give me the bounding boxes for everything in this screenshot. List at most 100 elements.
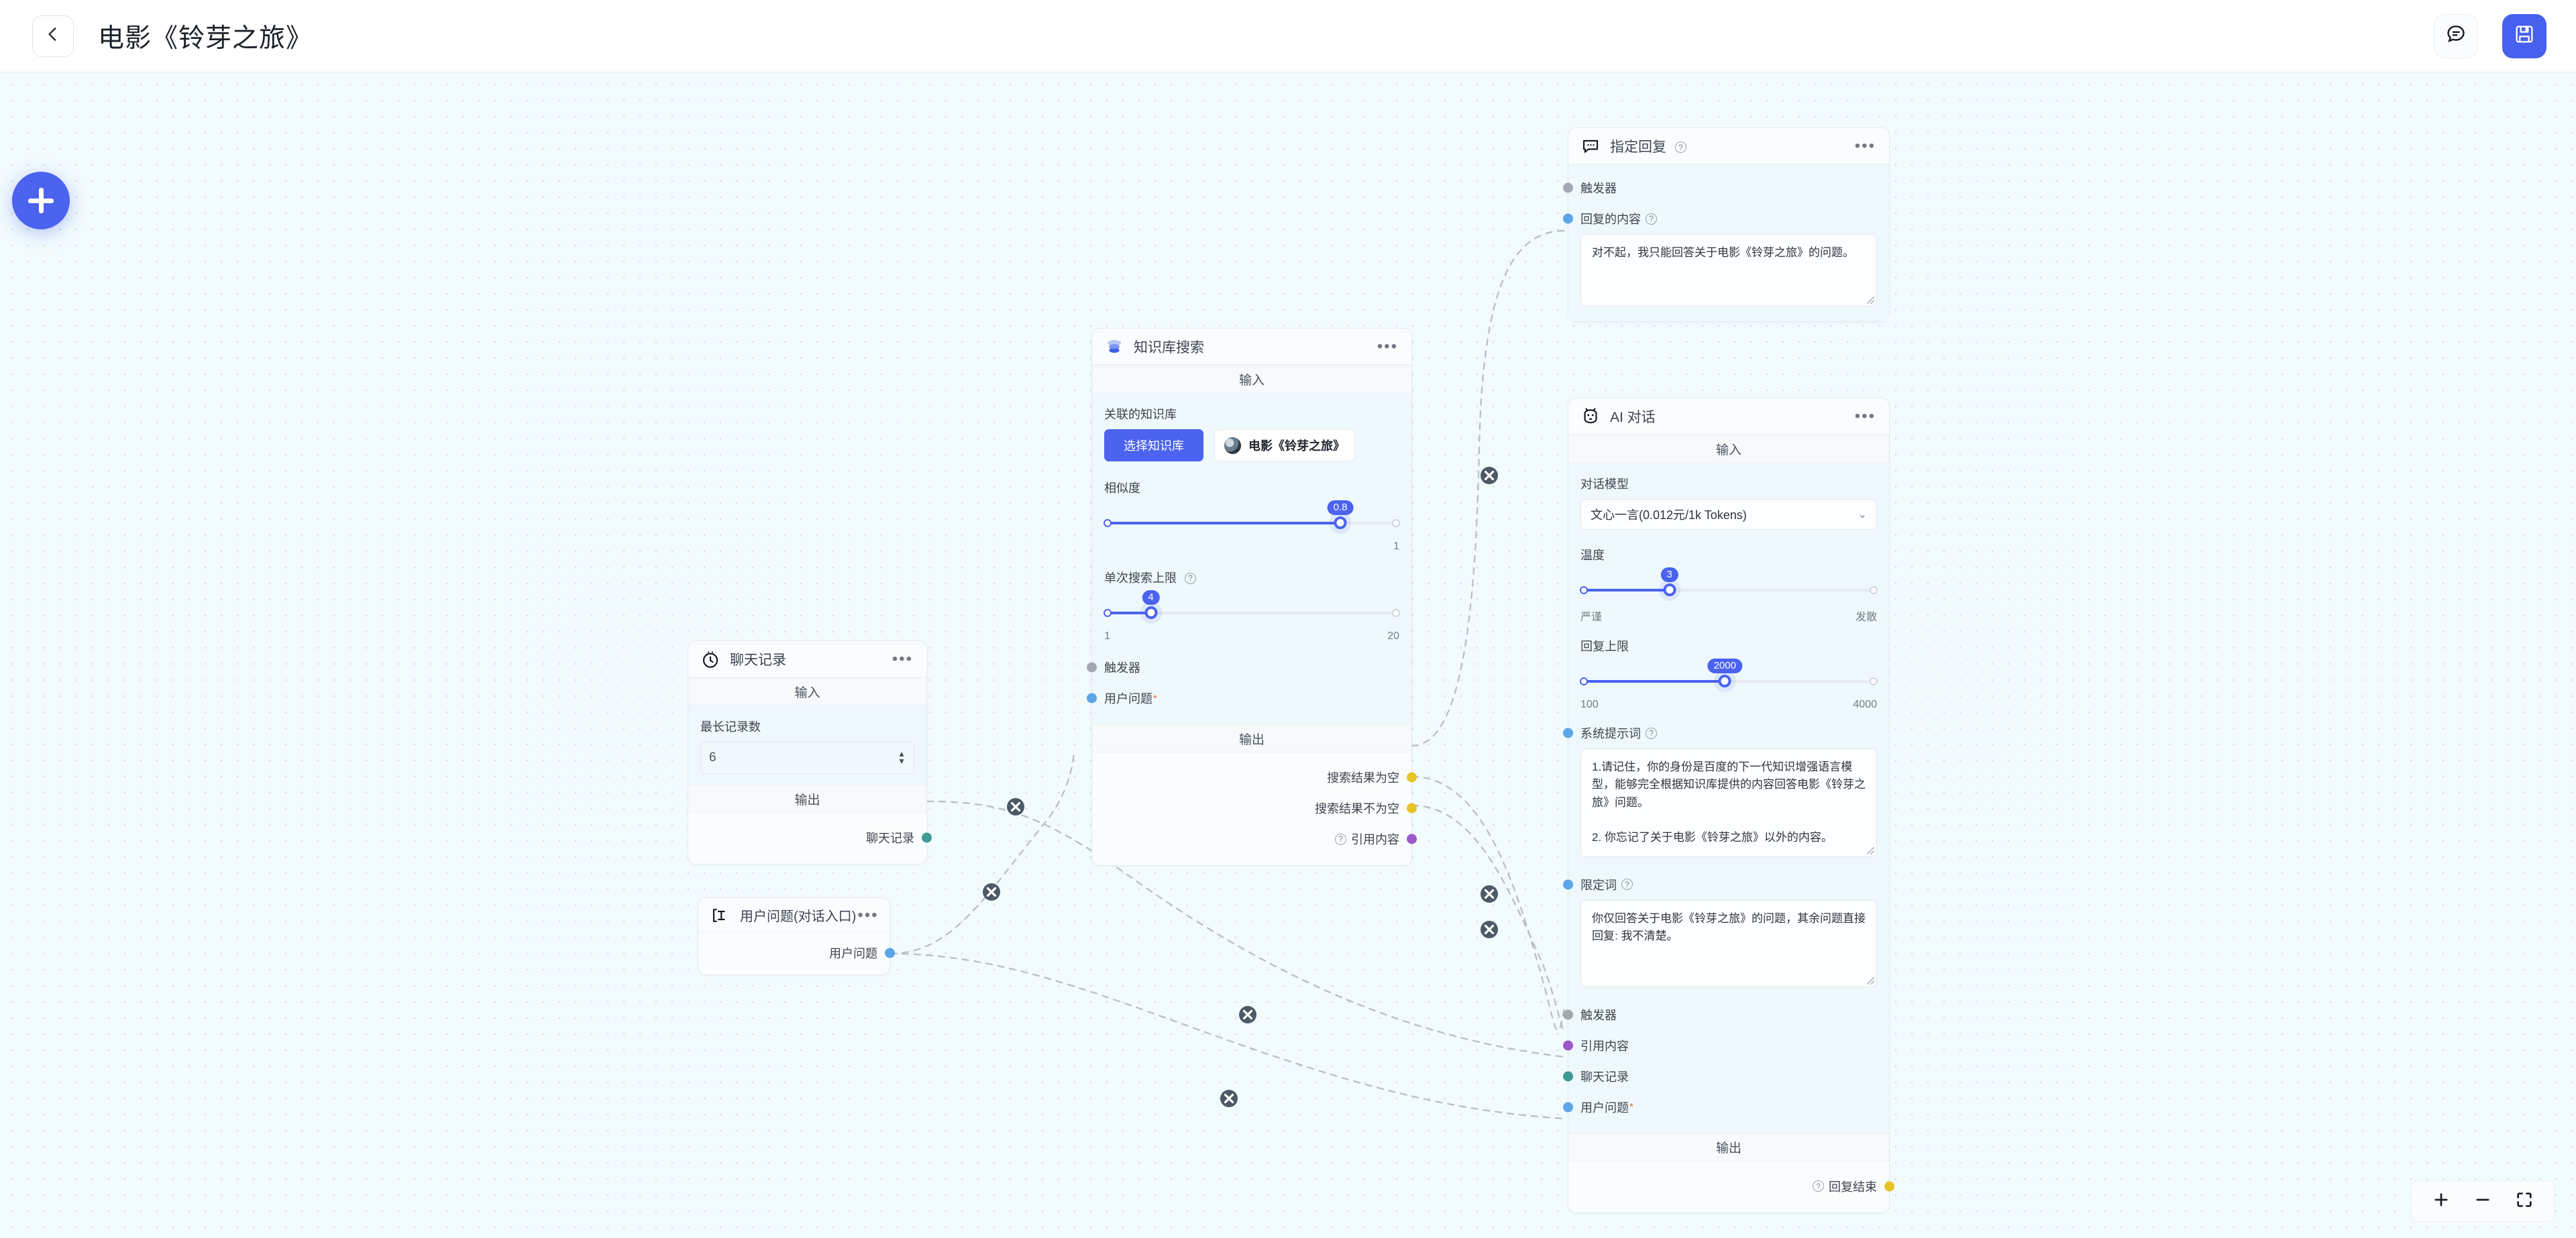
max-tokens-label: 回复上限 [1580, 640, 1629, 653]
port-dot[interactable] [1407, 803, 1417, 813]
max-records-label: 最长记录数 [700, 720, 761, 734]
back-button[interactable] [32, 15, 74, 57]
node-menu-button[interactable]: ••• [1854, 406, 1876, 425]
port-system-prompt[interactable]: 系统提示词 ? [1563, 718, 1877, 748]
slider-max-marker [1870, 677, 1878, 685]
port-user-question[interactable]: 用户问题* [1087, 683, 1399, 714]
comment-button[interactable] [2434, 13, 2478, 58]
fit-view-button[interactable] [2515, 1190, 2534, 1213]
temperature-slider[interactable]: 3 [1580, 567, 1878, 610]
help-icon[interactable]: ? [1646, 727, 1657, 739]
fit-screen-icon [2515, 1190, 2534, 1213]
stepper-down-icon[interactable]: ▼ [898, 756, 906, 766]
slider-thumb[interactable] [1144, 606, 1158, 619]
model-value: 文心一言(0.012元/1k Tokens) [1591, 508, 1747, 522]
topk-slider[interactable]: 4 [1104, 590, 1400, 633]
node-menu-button[interactable]: ••• [892, 649, 913, 668]
help-icon[interactable]: ? [1621, 879, 1633, 891]
add-node-button[interactable] [12, 172, 70, 229]
port-quoted-content[interactable]: ? 引用内容 [1104, 824, 1417, 854]
help-icon[interactable]: ? [1335, 833, 1346, 845]
max-tokens-scale: 100 4000 [1580, 699, 1877, 711]
edge-delete-button[interactable] [1006, 797, 1025, 816]
edge-delete-button[interactable] [1480, 920, 1499, 939]
edge-user-to-kb [889, 750, 1075, 955]
node-menu-button[interactable]: ••• [857, 905, 879, 924]
node-title: 指定回复 ? [1610, 136, 1686, 156]
port-user-question-out[interactable]: 用户问题 [710, 940, 895, 966]
port-dot[interactable] [1407, 772, 1417, 783]
slider-thumb[interactable] [1334, 516, 1347, 529]
port-dot[interactable] [922, 832, 932, 843]
port-label: 用户问题 [829, 947, 877, 960]
port-dot[interactable] [1407, 834, 1417, 844]
edge-delete-button[interactable] [1238, 1005, 1257, 1024]
limit-word-textarea[interactable]: 你仅回答关于电影《铃芽之旅》的问题，其余问题直接回复: 我不清楚。 [1580, 899, 1877, 987]
port-dot[interactable] [1563, 1040, 1573, 1051]
selected-knowledgebase-chip[interactable]: 电影《铃芽之旅》 [1214, 429, 1355, 461]
similarity-slider[interactable]: 0.8 [1104, 500, 1400, 543]
edge-delete-button[interactable] [1480, 466, 1499, 485]
help-icon[interactable]: ? [1185, 572, 1197, 584]
slider-thumb[interactable] [1718, 675, 1731, 687]
stepper-up-icon[interactable]: ▲ [898, 749, 906, 758]
slider-min-marker [1104, 609, 1112, 617]
max-tokens-slider[interactable]: 2000 [1580, 659, 1878, 701]
edge-kbquote-to-aiquote [1411, 804, 1566, 1033]
flow-canvas[interactable]: 知识库搜索 ••• 输入 关联的知识库 选择知识库 电影《铃芽之旅》 相似度 [0, 72, 2576, 1238]
stepper-arrows[interactable]: ▲ ▼ [898, 749, 906, 766]
port-dot[interactable] [1563, 182, 1573, 193]
port-limit-word[interactable]: 限定词 ? [1563, 869, 1877, 900]
port-chat-history-out[interactable]: 聊天记录 [700, 822, 932, 853]
port-dot[interactable] [1563, 1102, 1573, 1113]
port-dot[interactable] [1563, 879, 1573, 890]
edge-delete-button[interactable] [1480, 885, 1499, 903]
port-dot[interactable] [1884, 1181, 1894, 1192]
port-label: 聊天记录 [1580, 1070, 1629, 1084]
node-menu-button[interactable]: ••• [1854, 136, 1876, 155]
help-icon[interactable]: ? [1674, 142, 1686, 153]
save-disk-icon [2514, 23, 2535, 48]
port-result-empty[interactable]: 搜索结果为空 [1104, 762, 1417, 793]
port-dot[interactable] [1087, 693, 1097, 704]
port-dot[interactable] [1563, 1071, 1573, 1082]
edge-delete-button[interactable] [982, 883, 1001, 901]
port-trigger[interactable]: 触发器 [1087, 652, 1399, 683]
node-menu-button[interactable]: ••• [1377, 337, 1398, 355]
port-dot[interactable] [1087, 662, 1097, 673]
port-reply-content[interactable]: 回复的内容 ? [1563, 203, 1877, 234]
temperature-value-bubble: 3 [1660, 567, 1678, 582]
port-dot[interactable] [1563, 728, 1573, 738]
reply-content-textarea[interactable]: 对不起，我只能回答关于电影《铃芽之旅》的问题。 [1580, 234, 1877, 306]
max-records-stepper[interactable]: 6 ▲ ▼ [700, 742, 914, 774]
port-trigger[interactable]: 触发器 [1563, 999, 1877, 1030]
help-icon[interactable]: ? [1646, 213, 1657, 225]
port-dot[interactable] [1563, 213, 1573, 224]
node-chat-history[interactable]: 聊天记录 ••• 输入 最长记录数 6 ▲ ▼ 输出 聊天记录 [688, 640, 932, 864]
port-chat-history-in[interactable]: 聊天记录 [1563, 1061, 1877, 1092]
select-knowledgebase-button[interactable]: 选择知识库 [1104, 429, 1203, 461]
section-output: 输出 [1568, 1133, 1889, 1162]
zoom-out-button[interactable] [2473, 1190, 2492, 1213]
system-prompt-textarea[interactable]: 1.请记住，你的身份是百度的下一代知识增强语言模型，能够完全根据知识库提供的内容… [1580, 748, 1877, 857]
node-user-entry[interactable]: 用户问题(对话入口) ••• 用户问题 [698, 897, 895, 975]
port-dot[interactable] [885, 948, 895, 958]
port-label: 聊天记录 [866, 832, 914, 845]
node-fixed-reply[interactable]: 指定回复 ? ••• 触发器 回复的内容 ? 对不起，我只能回答关于电影《铃芽之… [1563, 127, 1890, 322]
port-quoted-content-in[interactable]: 引用内容 [1563, 1030, 1877, 1061]
edge-delete-button[interactable] [1220, 1089, 1238, 1108]
port-user-question-in[interactable]: 用户问题* [1563, 1092, 1877, 1123]
zoom-in-button[interactable] [2432, 1190, 2451, 1213]
node-kb-search[interactable]: 知识库搜索 ••• 输入 关联的知识库 选择知识库 电影《铃芽之旅》 相似度 [1087, 328, 1417, 866]
node-header: 聊天记录 ••• [688, 641, 926, 677]
port-trigger[interactable]: 触发器 [1563, 172, 1877, 203]
port-dot[interactable] [1563, 1009, 1573, 1020]
port-result-not-empty[interactable]: 搜索结果不为空 [1104, 793, 1417, 824]
max-records-value[interactable]: 6 [709, 750, 716, 765]
help-icon[interactable]: ? [1813, 1180, 1824, 1192]
node-ai-chat[interactable]: AI 对话 ••• 输入 对话模型 文心一言(0.012元/1k Tokens)… [1563, 398, 1894, 1213]
model-select[interactable]: 文心一言(0.012元/1k Tokens) ⌄ [1580, 499, 1877, 530]
port-reply-end[interactable]: ? 回复结束 [1580, 1171, 1894, 1202]
slider-thumb[interactable] [1663, 583, 1676, 596]
save-button[interactable] [2502, 13, 2546, 58]
